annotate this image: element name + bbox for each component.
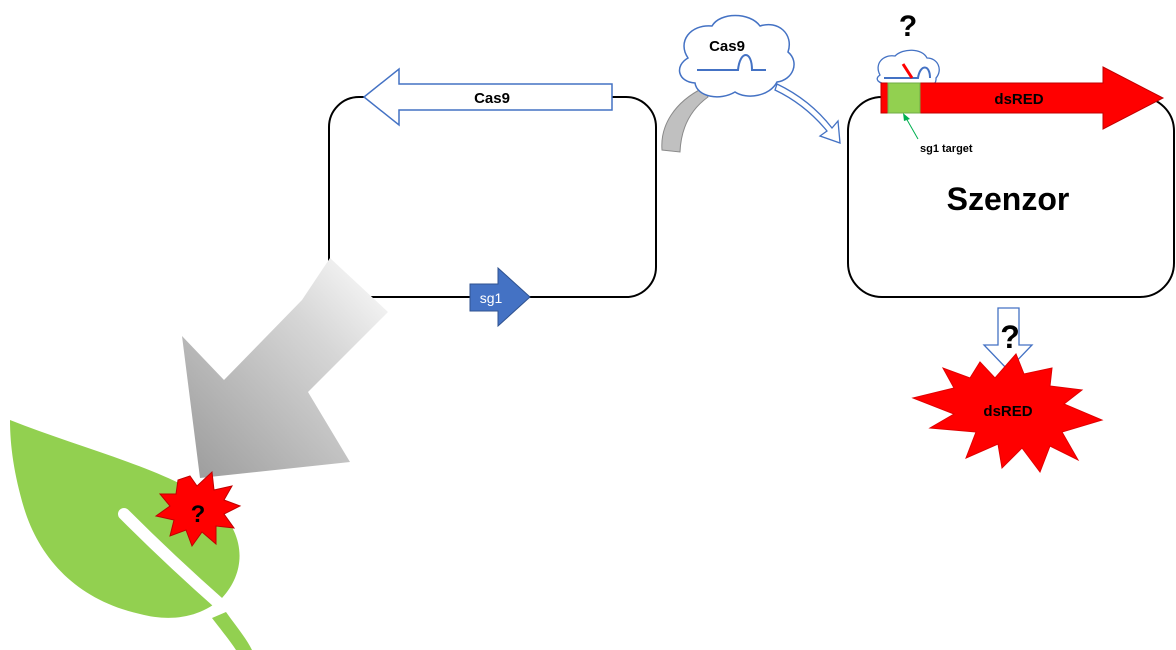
cas9-gene-arrow: Cas9 xyxy=(362,67,613,127)
sg1-gene-arrow: sg1 xyxy=(469,266,531,328)
leaf-vein-icon xyxy=(118,508,228,612)
leaf-burst-icon xyxy=(154,470,242,548)
cas9-complex-label: Cas9 xyxy=(709,38,745,55)
sgrna-icon xyxy=(697,54,766,71)
question-mark-cutting: ? xyxy=(899,10,917,43)
dsred-gene-label: dsRED xyxy=(994,91,1043,108)
cas9-plasmid: Cas9 sg1 xyxy=(328,67,657,328)
expression-curved-arrow xyxy=(661,87,709,153)
sg1-target-annotation: sg1 target xyxy=(903,113,973,155)
cas9-gene-arrow-shape xyxy=(362,67,613,127)
bound-cas9-complex xyxy=(876,49,940,91)
sg1-target-label: sg1 target xyxy=(920,143,973,155)
cas9-complex: Cas9 xyxy=(678,14,795,98)
bound-sgrna-icon xyxy=(884,66,931,79)
sg1-target-pointer xyxy=(905,117,919,140)
cas9-plasmid-outline xyxy=(328,96,657,298)
cas9-complex-cloud-icon xyxy=(678,14,795,98)
leaf: ? xyxy=(10,420,252,650)
dsred-gene-arrow: dsRED xyxy=(880,66,1165,130)
sg1-gene-label: sg1 xyxy=(480,290,503,306)
sg1-gene-arrow-shape xyxy=(469,266,531,328)
targeting-arrow xyxy=(774,83,841,144)
cut-mark-icon xyxy=(901,63,914,79)
question-mark-expression: ? xyxy=(1000,319,1020,355)
dsred-burst: dsRED xyxy=(911,353,1104,474)
cas9-gene-label: Cas9 xyxy=(474,90,510,107)
sensor-plasmid: ? dsRED sg1 target Szenzor xyxy=(847,10,1175,298)
delivery-arrow xyxy=(182,258,388,478)
expression-arrow: ? xyxy=(982,307,1034,371)
leaf-stem-icon xyxy=(212,612,252,650)
dsred-burst-icon xyxy=(911,353,1104,474)
dsred-output-label: dsRED xyxy=(983,403,1032,420)
sg1-target-region xyxy=(887,82,921,114)
question-mark-leaf: ? xyxy=(191,501,206,528)
expression-arrow-shape xyxy=(982,307,1034,371)
sensor-plasmid-title: Szenzor xyxy=(947,181,1070,217)
sg1-target-pointer-head xyxy=(903,113,910,121)
